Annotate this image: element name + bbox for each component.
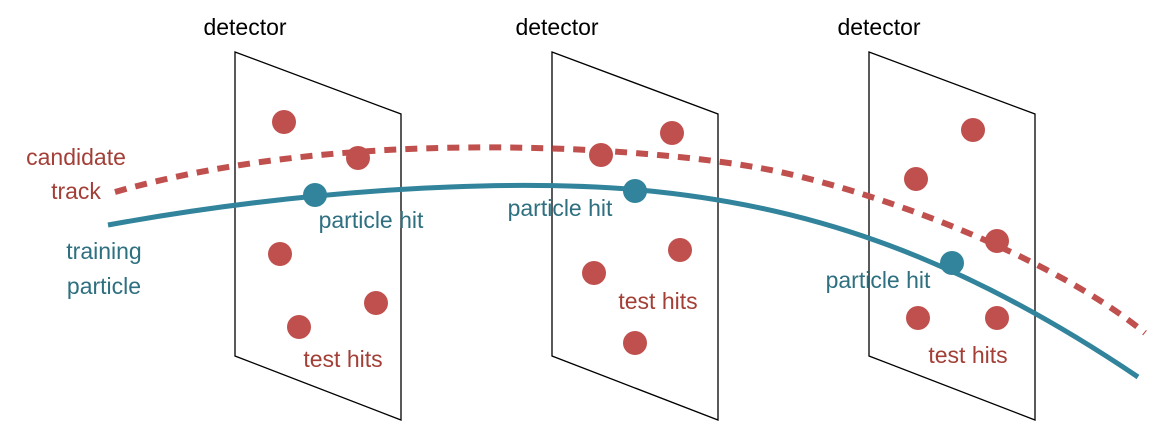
detector-plane-1 (234, 51, 402, 421)
training-particle-label-line2: particle (67, 273, 141, 299)
test-hit (346, 146, 370, 170)
candidate-track-label-line1: candidate (26, 144, 126, 170)
test-hit (272, 110, 296, 134)
test-hit (287, 315, 311, 339)
test-hit (985, 306, 1009, 330)
particle-hit-label-1: particle hit (319, 207, 424, 233)
particle-hit (623, 179, 647, 203)
particle-hit-label-3: particle hit (826, 267, 931, 293)
test-hit (364, 291, 388, 315)
test-hit (660, 121, 684, 145)
test-hit (906, 306, 930, 330)
test-hit (623, 331, 647, 355)
test-hits-label-3: test hits (928, 342, 1007, 368)
test-hit (268, 242, 292, 266)
particle-hit-label-2: particle hit (508, 195, 613, 221)
particle-hit (303, 183, 327, 207)
test-hits (268, 110, 1009, 355)
detector-plane-3 (868, 51, 1036, 421)
test-hit (668, 238, 692, 262)
detector-label-2: detector (515, 14, 598, 40)
test-hits-label-1: test hits (303, 346, 382, 372)
detector-label-1: detector (203, 14, 286, 40)
test-hit (904, 167, 928, 191)
test-hits-label-2: test hits (618, 288, 697, 314)
detector-plane-2 (551, 51, 719, 421)
test-hit (589, 143, 613, 167)
candidate-track-curve (114, 144, 1147, 336)
particle-hits (303, 179, 964, 275)
detector-label-3: detector (837, 14, 920, 40)
test-hit (961, 118, 985, 142)
candidate-track-label-line2: track (51, 178, 101, 204)
test-hit (582, 261, 606, 285)
particle-hit (940, 251, 964, 275)
test-hit (985, 229, 1009, 253)
training-particle-label-line1: training (66, 238, 141, 264)
